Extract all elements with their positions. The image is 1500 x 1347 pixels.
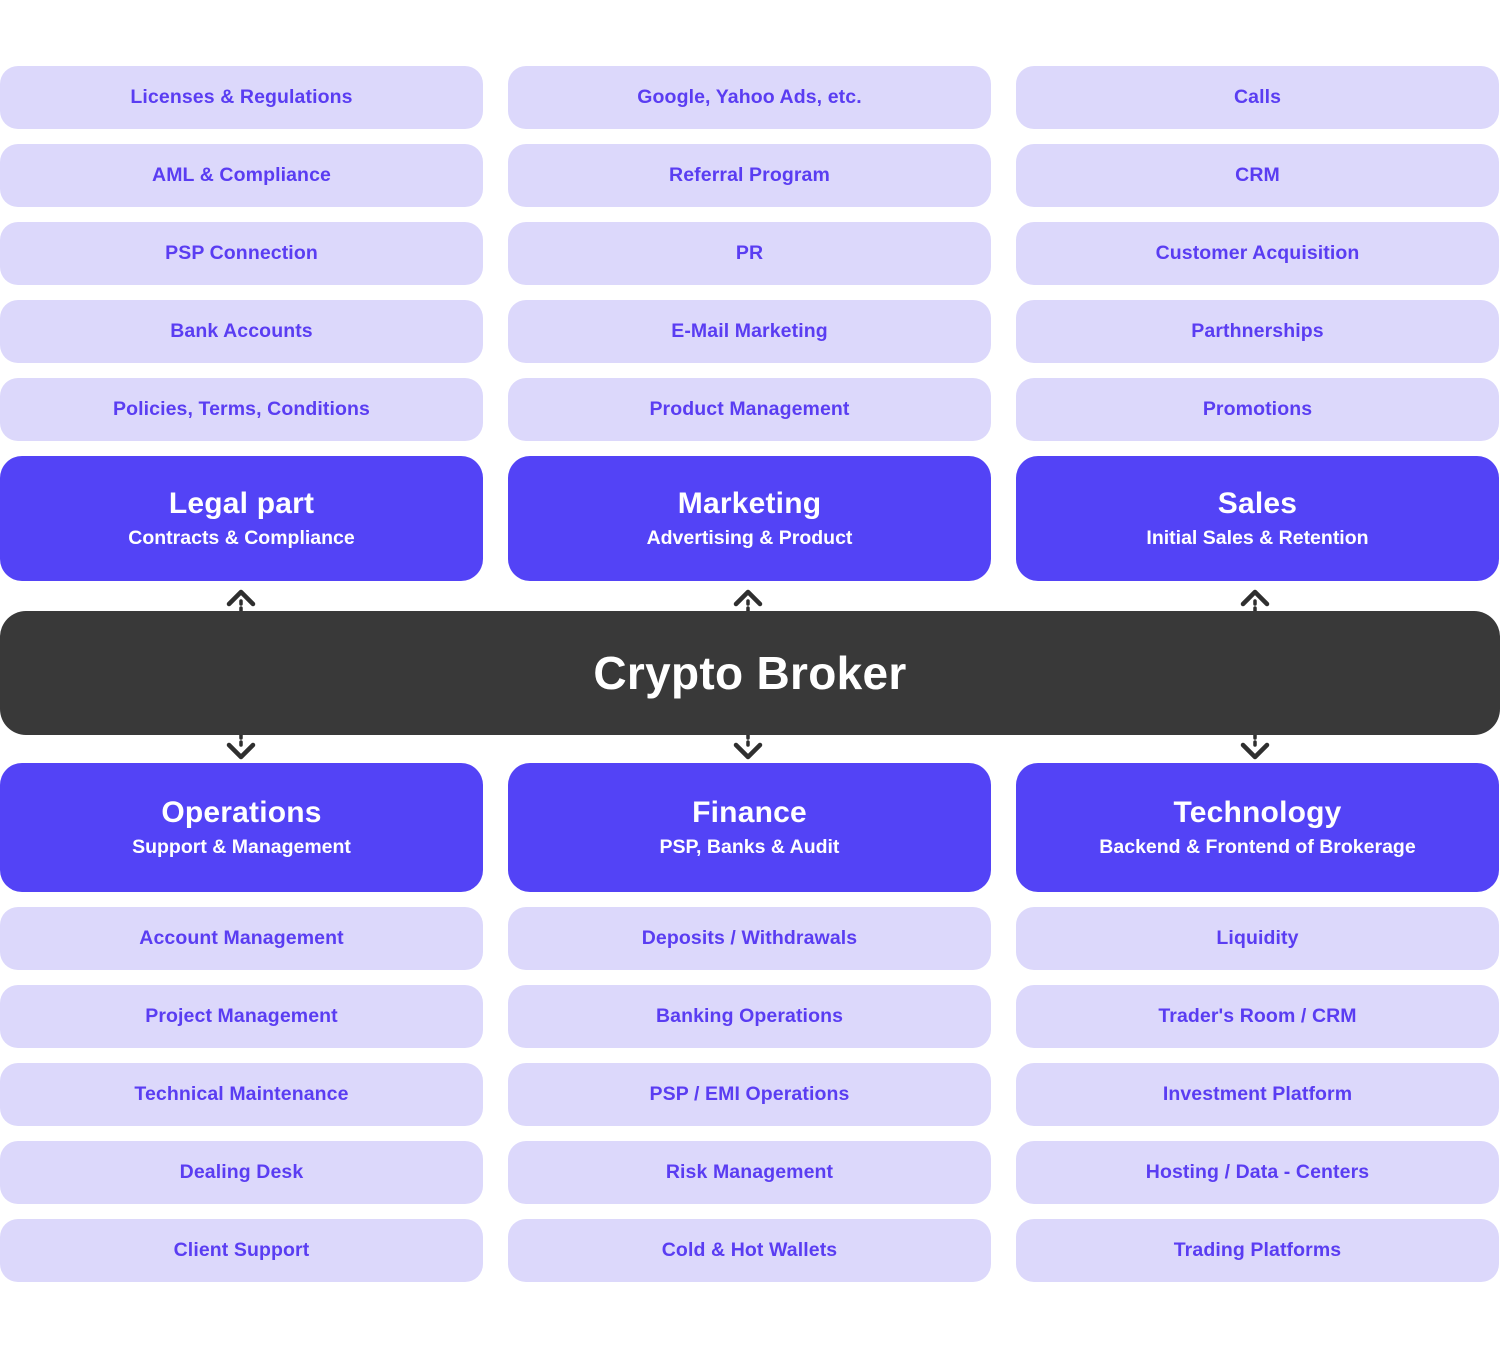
list-item[interactable]: Deposits / Withdrawals bbox=[508, 907, 991, 970]
list-item[interactable]: Risk Management bbox=[508, 1141, 991, 1204]
list-item[interactable]: Investment Platform bbox=[1016, 1063, 1499, 1126]
category-title: Sales bbox=[1217, 487, 1298, 521]
category-card-legal-part[interactable]: Legal part Contracts & Compliance bbox=[0, 456, 483, 581]
list-item[interactable]: Customer Acquisition bbox=[1016, 222, 1499, 285]
category-subtitle: Advertising & Product bbox=[646, 526, 853, 549]
list-item[interactable]: Client Support bbox=[0, 1219, 483, 1282]
category-subtitle: Contracts & Compliance bbox=[128, 526, 355, 549]
list-item[interactable]: AML & Compliance bbox=[0, 144, 483, 207]
list-item[interactable]: Hosting / Data - Centers bbox=[1016, 1141, 1499, 1204]
top-column-sales-subitems: Calls CRM Customer Acquisition Parthners… bbox=[1016, 66, 1499, 441]
list-item[interactable]: Calls bbox=[1016, 66, 1499, 129]
list-item[interactable]: CRM bbox=[1016, 144, 1499, 207]
bottom-column-operations-subitems: Account Management Project Management Te… bbox=[0, 907, 483, 1282]
list-item[interactable]: Cold & Hot Wallets bbox=[508, 1219, 991, 1282]
category-card-marketing[interactable]: Marketing Advertising & Product bbox=[508, 456, 991, 581]
category-card-operations[interactable]: Operations Support & Management bbox=[0, 763, 483, 892]
list-item[interactable]: Promotions bbox=[1016, 378, 1499, 441]
list-item[interactable]: Parthnerships bbox=[1016, 300, 1499, 363]
list-item[interactable]: PR bbox=[508, 222, 991, 285]
list-item[interactable]: Referral Program bbox=[508, 144, 991, 207]
bottom-column-technology-subitems: Liquidity Trader's Room / CRM Investment… bbox=[1016, 907, 1499, 1282]
category-card-sales[interactable]: Sales Initial Sales & Retention bbox=[1016, 456, 1499, 581]
list-item[interactable]: Liquidity bbox=[1016, 907, 1499, 970]
list-item[interactable]: Trader's Room / CRM bbox=[1016, 985, 1499, 1048]
center-node-label: Crypto Broker bbox=[593, 647, 907, 699]
category-title: Finance bbox=[692, 796, 807, 830]
top-subitems-grid: Licenses & Regulations AML & Compliance … bbox=[0, 66, 1500, 441]
list-item[interactable]: Technical Maintenance bbox=[0, 1063, 483, 1126]
arrow-up-icon bbox=[224, 584, 258, 614]
bottom-column-finance-subitems: Deposits / Withdrawals Banking Operation… bbox=[508, 907, 991, 1282]
list-item[interactable]: E-Mail Marketing bbox=[508, 300, 991, 363]
category-subtitle: Support & Management bbox=[132, 835, 351, 858]
bottom-category-grid: Operations Support & Management Finance … bbox=[0, 763, 1500, 892]
arrow-up-icon bbox=[731, 584, 765, 614]
top-column-legal-subitems: Licenses & Regulations AML & Compliance … bbox=[0, 66, 483, 441]
arrow-up-icon bbox=[1238, 584, 1272, 614]
category-card-finance[interactable]: Finance PSP, Banks & Audit bbox=[508, 763, 991, 892]
top-column-marketing-subitems: Google, Yahoo Ads, etc. Referral Program… bbox=[508, 66, 991, 441]
list-item[interactable]: Banking Operations bbox=[508, 985, 991, 1048]
list-item[interactable]: Product Management bbox=[508, 378, 991, 441]
category-card-technology[interactable]: Technology Backend & Frontend of Brokera… bbox=[1016, 763, 1499, 892]
top-category-grid: Legal part Contracts & Compliance Market… bbox=[0, 456, 1500, 581]
category-title: Operations bbox=[161, 796, 322, 830]
list-item[interactable]: Bank Accounts bbox=[0, 300, 483, 363]
list-item[interactable]: Google, Yahoo Ads, etc. bbox=[508, 66, 991, 129]
category-subtitle: Initial Sales & Retention bbox=[1146, 526, 1369, 549]
arrow-down-icon bbox=[731, 735, 765, 765]
list-item[interactable]: Licenses & Regulations bbox=[0, 66, 483, 129]
list-item[interactable]: Project Management bbox=[0, 985, 483, 1048]
list-item[interactable]: PSP / EMI Operations bbox=[508, 1063, 991, 1126]
list-item[interactable]: Dealing Desk bbox=[0, 1141, 483, 1204]
list-item[interactable]: Account Management bbox=[0, 907, 483, 970]
category-title: Marketing bbox=[677, 487, 822, 521]
category-subtitle: Backend & Frontend of Brokerage bbox=[1099, 835, 1416, 858]
bottom-subitems-grid: Account Management Project Management Te… bbox=[0, 907, 1500, 1282]
category-title: Technology bbox=[1173, 796, 1342, 830]
arrow-down-icon bbox=[1238, 735, 1272, 765]
list-item[interactable]: PSP Connection bbox=[0, 222, 483, 285]
arrow-down-icon bbox=[224, 735, 258, 765]
center-node-crypto-broker[interactable]: Crypto Broker bbox=[0, 611, 1500, 735]
list-item[interactable]: Trading Platforms bbox=[1016, 1219, 1499, 1282]
category-subtitle: PSP, Banks & Audit bbox=[659, 835, 840, 858]
list-item[interactable]: Policies, Terms, Conditions bbox=[0, 378, 483, 441]
category-title: Legal part bbox=[168, 487, 315, 521]
